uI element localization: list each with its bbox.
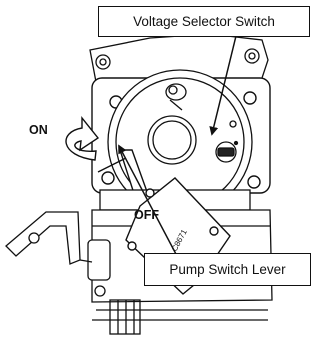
on-label: ON [29,123,48,137]
top-bracket [89,33,269,83]
voltage-selector-switch[interactable] [215,120,239,163]
voltage-leader-line [209,35,237,136]
off-label: OFF [134,208,159,222]
pump-leader-line [118,144,178,257]
voltage-selector-callout: Voltage Selector Switch [98,6,310,37]
selector-disc [107,69,253,215]
disc-screw [165,83,187,111]
pump-lever-callout: Pump Switch Lever [144,253,311,286]
on-direction-arrow [65,116,100,161]
mounting-bracket [5,211,93,265]
